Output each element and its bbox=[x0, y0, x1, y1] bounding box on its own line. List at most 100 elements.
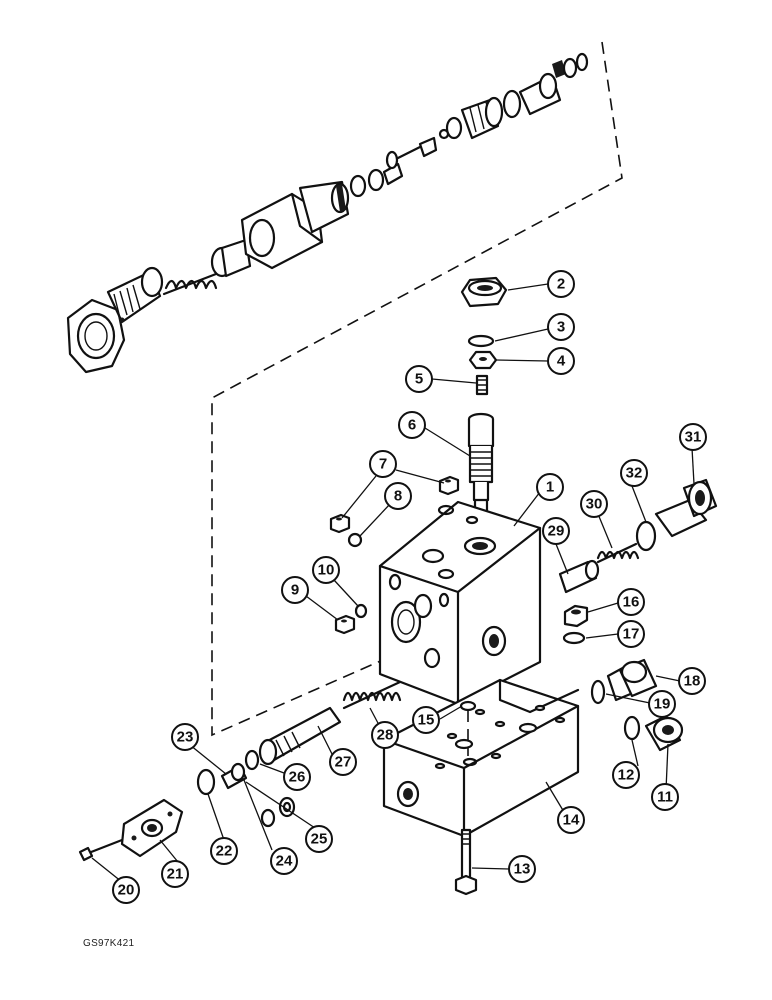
callout-26-label: 26 bbox=[289, 769, 306, 786]
callout-15-label: 15 bbox=[418, 712, 435, 729]
callout-15: 15 bbox=[412, 706, 440, 734]
callout-1-label: 1 bbox=[546, 479, 554, 496]
callout-1: 1 bbox=[536, 473, 564, 501]
callout-19-label: 19 bbox=[654, 696, 671, 713]
callout-7: 7 bbox=[369, 450, 397, 478]
callout-23: 23 bbox=[171, 723, 199, 751]
callout-24: 24 bbox=[270, 847, 298, 875]
callout-13-label: 13 bbox=[514, 861, 531, 878]
callout-13: 13 bbox=[508, 855, 536, 883]
callout-16-label: 16 bbox=[623, 594, 640, 611]
cartridge-seals bbox=[502, 52, 589, 119]
callout-11: 11 bbox=[651, 783, 679, 811]
part-9-screw bbox=[334, 614, 356, 635]
callout-28: 28 bbox=[371, 721, 399, 749]
callout-17-label: 17 bbox=[623, 626, 640, 643]
part-28-spring bbox=[342, 680, 402, 710]
callout-22-label: 22 bbox=[216, 843, 233, 860]
callout-30-label: 30 bbox=[586, 496, 603, 513]
part-12-o-ring bbox=[623, 715, 641, 741]
callout-5-label: 5 bbox=[415, 371, 423, 388]
part-6-valve-stem bbox=[467, 412, 495, 519]
callout-12: 12 bbox=[612, 761, 640, 789]
callout-28-label: 28 bbox=[377, 727, 394, 744]
part-18-plug bbox=[606, 658, 658, 702]
part-24-washer bbox=[260, 808, 276, 828]
adjuster-sleeve bbox=[106, 266, 164, 324]
cartridge-poppet bbox=[210, 238, 252, 278]
part-4-nut bbox=[468, 350, 498, 370]
callout-24-label: 24 bbox=[276, 853, 293, 870]
callout-22: 22 bbox=[210, 837, 238, 865]
callout-10-label: 10 bbox=[318, 562, 335, 579]
callout-11-label: 11 bbox=[657, 789, 673, 806]
callout-25-label: 25 bbox=[311, 831, 328, 848]
callout-25: 25 bbox=[305, 825, 333, 853]
callout-18: 18 bbox=[678, 667, 706, 695]
figure-reference-code: GS97K421 bbox=[83, 938, 135, 949]
part-1-valve-block bbox=[378, 500, 542, 706]
part-8-washers bbox=[347, 504, 455, 548]
part-30-spring bbox=[596, 542, 640, 564]
callouts: 1 2 3 4 5 6 7 8 9 10 11 12 13 14 15 16 1… bbox=[112, 270, 707, 904]
cartridge-spring bbox=[162, 272, 218, 296]
callout-4-label: 4 bbox=[557, 353, 566, 370]
part-23-poppet bbox=[220, 762, 248, 790]
callout-6: 6 bbox=[398, 411, 426, 439]
cartridge-small-parts bbox=[349, 116, 463, 198]
callout-4: 4 bbox=[547, 347, 575, 375]
callout-17: 17 bbox=[617, 620, 645, 648]
part-7-screws bbox=[329, 475, 460, 534]
assembly-boundary-dashed bbox=[211, 41, 623, 737]
part-26-o-ring bbox=[244, 749, 260, 771]
cartridge-main-body bbox=[240, 180, 350, 270]
callout-9-label: 9 bbox=[291, 582, 299, 599]
callout-26: 26 bbox=[283, 763, 311, 791]
part-17-o-ring bbox=[562, 631, 586, 645]
cartridge-hex-nut bbox=[66, 298, 126, 374]
part-27-spool bbox=[258, 706, 342, 766]
callout-3-label: 3 bbox=[557, 319, 565, 336]
callout-29: 29 bbox=[542, 517, 570, 545]
callout-30: 30 bbox=[580, 490, 608, 518]
callout-32: 32 bbox=[620, 459, 648, 487]
callout-27: 27 bbox=[329, 748, 357, 776]
callout-2: 2 bbox=[547, 270, 575, 298]
cartridge-threaded-insert bbox=[460, 96, 504, 140]
leader-lines bbox=[91, 283, 695, 883]
callout-29-label: 29 bbox=[548, 523, 565, 540]
callout-8: 8 bbox=[384, 482, 412, 510]
callout-16: 16 bbox=[617, 588, 645, 616]
part-2-plug bbox=[460, 276, 508, 308]
part-21-flange bbox=[120, 798, 184, 858]
callout-32-label: 32 bbox=[626, 465, 643, 482]
callout-27-label: 27 bbox=[335, 754, 352, 771]
part-29-plunger bbox=[558, 559, 600, 594]
callout-14: 14 bbox=[557, 806, 585, 834]
part-32-o-ring bbox=[635, 520, 657, 552]
callout-21-label: 21 bbox=[167, 866, 184, 883]
part-20-bolt bbox=[78, 838, 124, 862]
part-19-o-ring bbox=[590, 679, 606, 705]
callout-7-label: 7 bbox=[379, 456, 387, 473]
callout-9: 9 bbox=[281, 576, 309, 604]
plug-stack bbox=[460, 276, 508, 519]
part-16-plug bbox=[563, 604, 589, 628]
cartridge-assembly-exploded bbox=[66, 52, 589, 374]
callout-3: 3 bbox=[547, 313, 575, 341]
callout-14-label: 14 bbox=[563, 812, 580, 829]
part-5-set-screw bbox=[475, 374, 489, 396]
callout-31: 31 bbox=[679, 423, 707, 451]
callout-2-label: 2 bbox=[557, 276, 565, 293]
callout-18-label: 18 bbox=[684, 673, 701, 690]
part-10-washer bbox=[354, 603, 368, 619]
part-3-o-ring bbox=[467, 334, 495, 348]
callout-23-label: 23 bbox=[177, 729, 194, 746]
part-22-o-ring bbox=[196, 768, 216, 796]
part-31-cap bbox=[654, 478, 718, 538]
part-13-bolt bbox=[454, 828, 478, 896]
callout-21: 21 bbox=[161, 860, 189, 888]
callout-5: 5 bbox=[405, 365, 433, 393]
callout-20-label: 20 bbox=[118, 882, 135, 899]
